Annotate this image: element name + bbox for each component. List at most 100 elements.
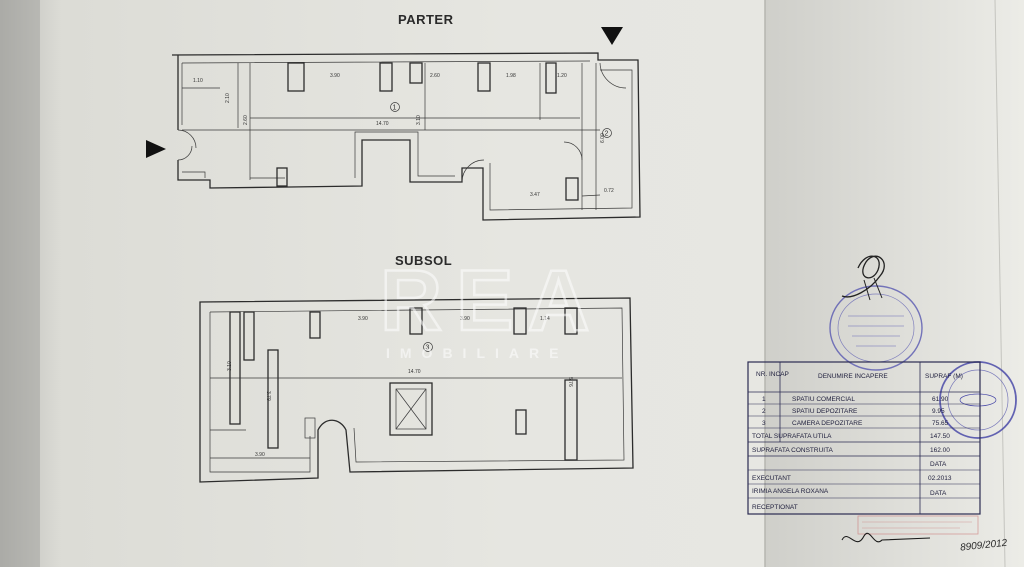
- row-1-area: 61.90: [932, 396, 949, 403]
- executed-label: EXECUTANT: [752, 475, 791, 482]
- room-2-label: 2: [605, 131, 609, 138]
- door-swing: [177, 129, 197, 161]
- header-nr: NR. INCAP: [756, 371, 789, 378]
- dimension-label: 3.47: [530, 192, 540, 198]
- executor-name: IRIMIA ANGELA ROXANA: [752, 488, 829, 495]
- stair-shaft-inner: [395, 388, 427, 430]
- dimension-label: 2.60: [430, 73, 440, 79]
- row-3-name: CAMERA DEPOZITARE: [792, 420, 863, 427]
- dimension-label: 2.60: [243, 115, 249, 125]
- bottom-signature: [841, 532, 931, 543]
- pillar: [379, 62, 393, 92]
- dimension-label: 3.90: [358, 316, 368, 322]
- pillar: [545, 62, 557, 94]
- room-marker: [390, 102, 400, 112]
- dimension-label: 5.76: [567, 377, 573, 387]
- basement-inner-wall: [209, 307, 625, 473]
- basement-title: SUBSOL: [395, 253, 452, 268]
- dimension-label: 14.70: [408, 369, 421, 375]
- seal-outer-ring: [829, 285, 923, 371]
- room-marker: [423, 342, 433, 352]
- pillar: [565, 177, 579, 201]
- total-label: TOTAL SUPRAFATA UTILA: [752, 433, 832, 440]
- column-icon: [515, 409, 527, 435]
- entrance-arrow-icon: [601, 27, 623, 45]
- dimension-label: 2.10: [225, 93, 231, 103]
- dimension-label: 3.10: [416, 115, 422, 125]
- pillar: [243, 311, 255, 361]
- row-3-nr: 3: [762, 420, 766, 427]
- row-1-name: SPATIU COMERCIAL: [792, 396, 855, 403]
- pillar: [564, 307, 578, 335]
- row-2-area: 9.95: [932, 408, 945, 415]
- date-header: DATA: [930, 461, 947, 468]
- title-block-table: NR. INCAP DENUMIRE INCAPERE SUPRAF (M) 1…: [747, 361, 981, 515]
- dimension-label: 3.10: [227, 361, 233, 371]
- pillar: [309, 311, 321, 339]
- dimension-label: 1.20: [557, 73, 567, 79]
- row-2-name: SPATIU DEPOZITARE: [792, 408, 858, 415]
- dimension-label: 3.90: [330, 73, 340, 79]
- dimension-label: 3.79: [265, 391, 271, 401]
- pillar: [409, 62, 423, 84]
- door-swing: [461, 159, 485, 183]
- dimension-label: 3.90: [460, 316, 470, 322]
- dimension-label: 1.10: [193, 78, 203, 84]
- pillar: [409, 307, 423, 335]
- table-border: [747, 361, 981, 515]
- ground-outer-wall: [171, 52, 641, 221]
- pillar: [276, 167, 288, 187]
- stamp-ring-inner: [947, 369, 1009, 431]
- stair-shaft-icon: [389, 382, 433, 436]
- header-name: DENUMIRE INCAPERE: [818, 373, 888, 380]
- watermark-brand: REA: [380, 253, 604, 349]
- signature-scribble: [863, 277, 883, 301]
- row-3-area: 75.65: [932, 420, 949, 427]
- door-swing: [599, 62, 627, 89]
- handwritten-reference: 8909/2012: [960, 538, 1009, 554]
- paper-left-shadow: [0, 0, 40, 567]
- row-2-nr: 2: [762, 408, 766, 415]
- dimension-label: 1.14: [540, 316, 550, 322]
- rea-watermark: REA IMOBILIARE: [379, 252, 604, 361]
- built-value: 162.00: [930, 447, 950, 454]
- dimension-label: 0.72: [604, 188, 614, 194]
- basement-outer-wall: [199, 297, 634, 483]
- header-area: SUPRAF (M): [925, 373, 963, 380]
- room-1-label: 1: [393, 105, 397, 112]
- room-marker: [602, 128, 612, 138]
- room-3-label: 3: [426, 345, 430, 352]
- ground-inner-wall: [181, 60, 633, 211]
- row-1-nr: 1: [762, 396, 766, 403]
- ground-floor-plan: 1 2 1.10 2.10 3.90 2.60 1.98 1.20 2.60 3…: [146, 27, 641, 221]
- basement-plan: 3 3.90 3.90 1.14 3.10 3.79 14.70 5.76 3.…: [199, 297, 634, 483]
- executed-date: 02.2013: [928, 475, 952, 482]
- dimension-label: 1.98: [506, 73, 516, 79]
- dimension-label: 3.90: [255, 452, 265, 458]
- pillar: [477, 62, 491, 92]
- door-swing: [563, 141, 583, 161]
- total-value: 147.50: [930, 433, 950, 440]
- entrance-arrow-icon: [146, 140, 166, 158]
- dimension-label: 14.70: [376, 121, 389, 127]
- received-label: RECEPTIONAT: [752, 504, 798, 511]
- received-date: DATA: [930, 490, 947, 497]
- pillar: [267, 349, 279, 449]
- paper-right-panel: [765, 0, 1024, 567]
- built-label: SUPRAFATA CONSTRUITA: [752, 447, 834, 454]
- paper-fold-line-2: [994, 0, 1006, 567]
- dimension-label: 6.00: [600, 133, 606, 143]
- signature-scribble: [841, 255, 885, 298]
- red-stamp-mark: [857, 515, 979, 535]
- pillar: [513, 307, 527, 335]
- pillar: [229, 311, 241, 425]
- pillar: [287, 62, 305, 92]
- column-icon: [304, 417, 316, 439]
- watermark-tagline: IMOBILIARE: [386, 345, 568, 361]
- stamp-center: [959, 393, 997, 407]
- ground-floor-title: PARTER: [398, 12, 454, 27]
- pillar: [564, 379, 578, 461]
- header-nr-text: NR. INCAP: [756, 371, 789, 378]
- shaft-cross: [395, 388, 427, 430]
